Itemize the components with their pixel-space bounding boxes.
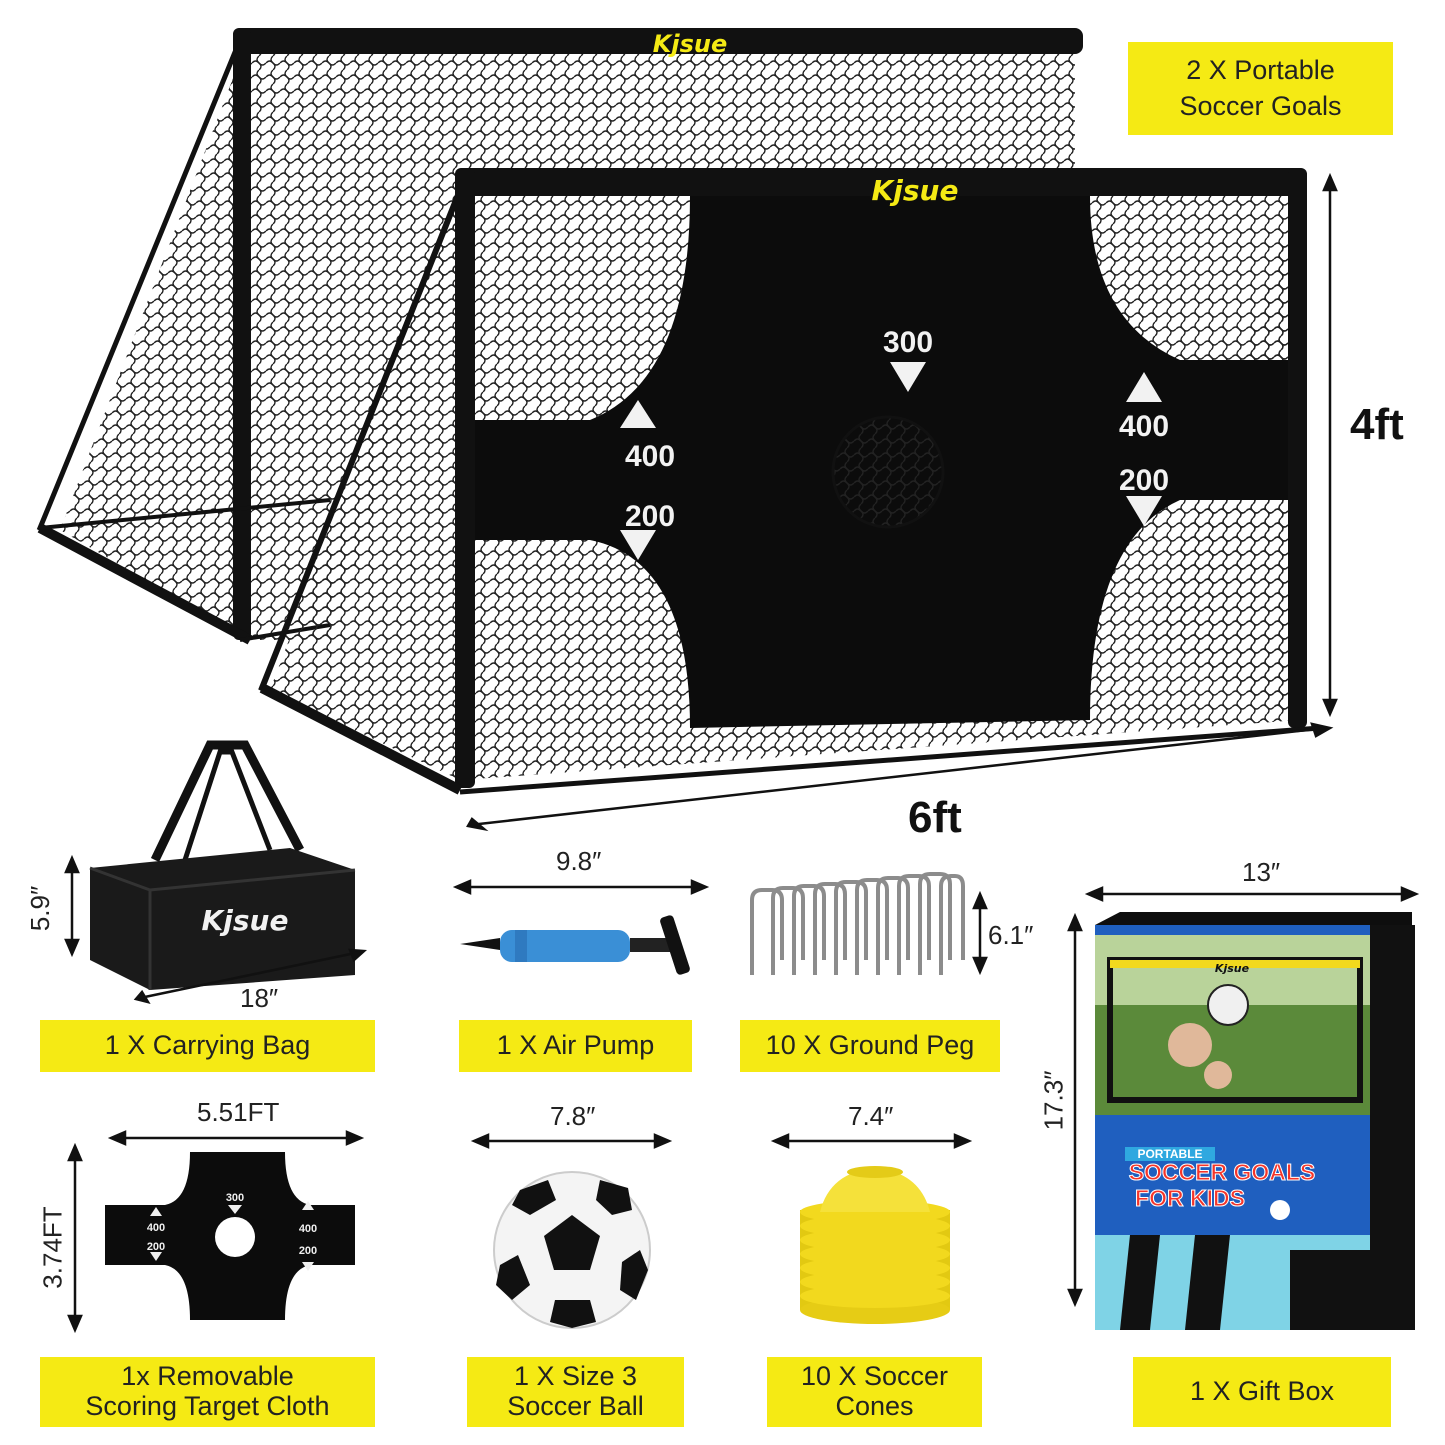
bag-width-label: 18″ [240, 983, 279, 1013]
height-arrow [1322, 172, 1338, 718]
box-title-line1: SOCCER GOALS [1129, 1159, 1316, 1185]
goal-height-label: 4ft [1350, 400, 1404, 449]
box-title-line2: FOR KIDS [1135, 1185, 1245, 1211]
cloth-height-arrow [67, 1142, 83, 1334]
cloth-width-label: 5.51FT [197, 1097, 280, 1127]
box-height-label: 17.3″ [1038, 1070, 1069, 1131]
ball-label-line2: Soccer Ball [507, 1391, 644, 1421]
back-goal-brand: Kjsue [653, 30, 727, 58]
goals-label: 2 X Portable Soccer Goals [1128, 42, 1393, 135]
box-width-arrow [1084, 886, 1420, 902]
pegs-height-arrow [972, 890, 988, 976]
cloth-score-right-bottom: 200 [299, 1245, 317, 1257]
cones-width-label: 7.4″ [848, 1101, 894, 1131]
gift-box-label: 1 X Gift Box [1133, 1357, 1391, 1427]
pump [460, 915, 690, 975]
score-right-top: 400 [1119, 410, 1169, 443]
pegs-label: 10 X Ground Peg [740, 1020, 1000, 1072]
cones-label-line1: 10 X Soccer [800, 1361, 949, 1392]
target-cloth [105, 1152, 355, 1320]
cloth-width-arrow [107, 1130, 365, 1146]
back-goal [36, 28, 1083, 645]
bag-height-arrow [64, 854, 80, 958]
cones-width-arrow [770, 1133, 973, 1149]
cloth-score-right-top: 400 [299, 1223, 317, 1235]
ball-label: 1 X Size 3 Soccer Ball [467, 1357, 684, 1427]
soccer-ball [493, 1171, 651, 1329]
cloth-height-label: 3.74FT [37, 1206, 68, 1289]
box-brand: Kjsue [1215, 962, 1250, 975]
cloth-label: 1x Removable Scoring Target Cloth [40, 1357, 375, 1427]
score-left-bottom: 200 [625, 500, 675, 533]
goals-label-line1: 2 X Portable [1186, 54, 1335, 85]
gift-box [1095, 912, 1415, 1330]
pump-width-label: 9.8″ [556, 846, 602, 876]
width-arrow [466, 722, 1334, 832]
pegs [750, 872, 965, 975]
cloth-label-line1: 1x Removable [121, 1361, 294, 1392]
ball-label-line1: 1 X Size 3 [513, 1361, 638, 1392]
box-height-arrow [1067, 912, 1083, 1308]
front-goal-brand: Kjsue [872, 174, 959, 207]
box-badge: PORTABLE [1137, 1147, 1202, 1161]
bag-height-label: 5.9″ [25, 885, 56, 932]
cones-label-line2: Cones [835, 1391, 914, 1421]
pegs-height-label: 6.1″ [988, 920, 1034, 950]
cloth-score-left-top: 400 [147, 1222, 165, 1234]
pump-label: 1 X Air Pump [459, 1020, 692, 1072]
ball-width-arrow [470, 1133, 673, 1149]
score-right-bottom: 200 [1119, 464, 1169, 497]
cones-stack [800, 1166, 950, 1324]
ball-width-label: 7.8″ [550, 1101, 596, 1131]
score-left-top: 400 [625, 440, 675, 473]
cones-label: 10 X Soccer Cones [767, 1357, 982, 1427]
pump-width-arrow [452, 879, 710, 895]
front-goal [258, 168, 1321, 795]
goal-width-label: 6ft [908, 793, 962, 842]
cloth-score-center: 300 [226, 1192, 244, 1204]
cloth-score-left-bottom: 200 [147, 1241, 165, 1253]
box-width-label: 13″ [1242, 857, 1281, 887]
score-center: 300 [883, 326, 933, 359]
bag-label: 1 X Carrying Bag [40, 1020, 375, 1072]
cloth-label-line2: Scoring Target Cloth [85, 1391, 330, 1421]
soccer-goals-illustration: Kjsue Kjsue 300 400 200 400 200 [36, 28, 1338, 832]
goals-label-line2: Soccer Goals [1179, 90, 1342, 121]
bag-brand: Kjsue [202, 904, 289, 937]
